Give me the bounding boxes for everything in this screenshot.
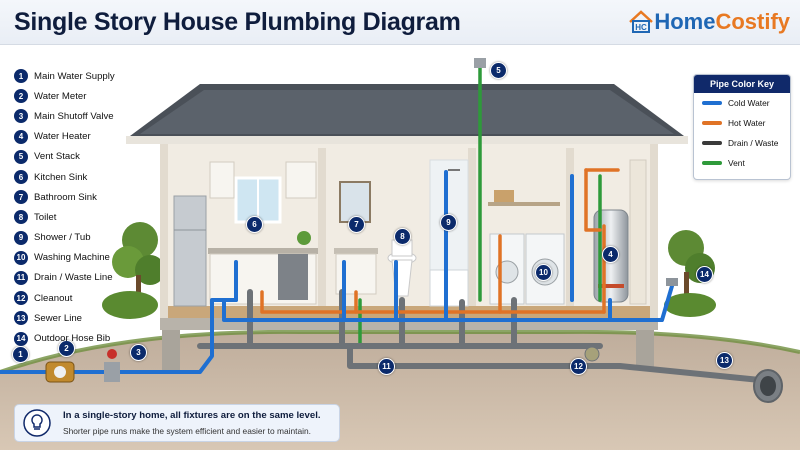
color-swatch <box>702 161 722 165</box>
pipe-color-key: Pipe Color Key Cold Water Hot Water Drai… <box>693 74 791 180</box>
legend-label: Sewer Line <box>34 312 82 324</box>
legend-item: 4 Water Heater <box>14 127 115 147</box>
legend-item: 5 Vent Stack <box>14 147 115 167</box>
pipe-key-title: Pipe Color Key <box>694 75 790 93</box>
legend-item: 10 Washing Machine <box>14 248 115 268</box>
legend-label: Bathroom Sink <box>34 191 97 203</box>
legend-number: 5 <box>14 149 28 164</box>
marker-bathroom-sink[interactable]: 7 <box>348 216 365 233</box>
color-swatch <box>702 141 722 145</box>
legend-number: 13 <box>14 311 28 326</box>
header: Single Story House Plumbing Diagram HC H… <box>0 0 800 45</box>
legend-item: 13 Sewer Line <box>14 308 115 328</box>
marker-main-shutoff-valve[interactable]: 3 <box>130 344 147 361</box>
page-title: Single Story House Plumbing Diagram <box>14 8 461 36</box>
legend-item: 2 Water Meter <box>14 86 115 106</box>
legend-item: 12 Cleanout <box>14 288 115 308</box>
svg-text:HC: HC <box>636 23 648 32</box>
legend-item: 14 Outdoor Hose Bib <box>14 328 115 348</box>
pipe-key-vent: Vent <box>694 153 790 173</box>
legend-number: 10 <box>14 250 28 265</box>
marker-water-meter[interactable]: 2 <box>58 340 75 357</box>
legend-item: 6 Kitchen Sink <box>14 167 115 187</box>
legend-item: 3 Main Shutoff Valve <box>14 106 115 126</box>
marker-cleanout[interactable]: 12 <box>570 358 587 375</box>
info-callout: In a single-story home, all fixtures are… <box>14 404 340 442</box>
legend-number: 4 <box>14 129 28 144</box>
pipe-key-drain-waste: Drain / Waste <box>694 133 790 153</box>
color-swatch <box>702 121 722 125</box>
fixture-legend: 1 Main Water Supply 2 Water Meter 3 Main Sh… <box>14 66 115 349</box>
legend-label: Drain / Waste Line <box>34 272 113 284</box>
legend-label: Toilet <box>34 211 57 223</box>
pipe-key-label: Hot Water <box>728 118 766 128</box>
pipe-key-label: Vent <box>728 158 745 168</box>
brand-name-home: Home <box>654 9 716 34</box>
legend-item: 7 Bathroom Sink <box>14 187 115 207</box>
house-logo-icon: HC <box>629 10 654 33</box>
legend-item: 1 Main Water Supply <box>14 66 115 86</box>
color-swatch <box>702 101 722 105</box>
legend-label: Main Water Supply <box>34 70 115 82</box>
legend-number: 6 <box>14 170 28 185</box>
legend-item: 8 Toilet <box>14 207 115 227</box>
marker-washing-machine[interactable]: 10 <box>535 264 552 281</box>
marker-vent-stack[interactable]: 5 <box>490 62 507 79</box>
legend-number: 1 <box>14 69 28 84</box>
legend-item: 11 Drain / Waste Line <box>14 268 115 288</box>
lightbulb-icon <box>23 409 51 437</box>
legend-label: Cleanout <box>34 292 73 304</box>
legend-number: 2 <box>14 89 28 104</box>
legend-label: Water Heater <box>34 131 91 143</box>
pipe-key-hot-water: Hot Water <box>694 113 790 133</box>
marker-water-heater[interactable]: 4 <box>602 246 619 263</box>
legend-number: 7 <box>14 190 28 205</box>
brand-name-costify: Costify <box>715 9 790 34</box>
legend-number: 12 <box>14 291 28 306</box>
legend-label: Vent Stack <box>34 151 80 163</box>
legend-label: Outdoor Hose Bib <box>34 333 111 345</box>
marker-kitchen-sink[interactable]: 6 <box>246 216 263 233</box>
legend-number: 11 <box>14 270 28 285</box>
legend-number: 14 <box>14 331 28 346</box>
legend-number: 8 <box>14 210 28 225</box>
marker-toilet[interactable]: 8 <box>394 228 411 245</box>
info-line-2: Shorter pipe runs make the system effici… <box>63 426 311 436</box>
pipe-key-label: Cold Water <box>728 98 770 108</box>
info-line-1: In a single-story home, all fixtures are… <box>63 410 321 421</box>
pipe-key-label: Drain / Waste <box>728 138 779 148</box>
marker-drain-waste-line[interactable]: 11 <box>378 358 395 375</box>
legend-number: 3 <box>14 109 28 124</box>
marker-main-water-supply[interactable]: 1 <box>12 346 29 363</box>
marker-shower-tub[interactable]: 9 <box>440 214 457 231</box>
legend-label: Kitchen Sink <box>34 171 88 183</box>
legend-label: Washing Machine <box>34 252 110 264</box>
house-cutaway-illustration <box>0 58 800 450</box>
marker-outdoor-hose-bib[interactable]: 14 <box>696 266 713 283</box>
pipe-key-cold-water: Cold Water <box>694 93 790 113</box>
legend-label: Shower / Tub <box>34 232 91 244</box>
legend-label: Water Meter <box>34 90 87 102</box>
marker-sewer-line[interactable]: 13 <box>716 352 733 369</box>
legend-label: Main Shutoff Valve <box>34 110 114 122</box>
legend-number: 9 <box>14 230 28 245</box>
legend-item: 9 Shower / Tub <box>14 228 115 248</box>
